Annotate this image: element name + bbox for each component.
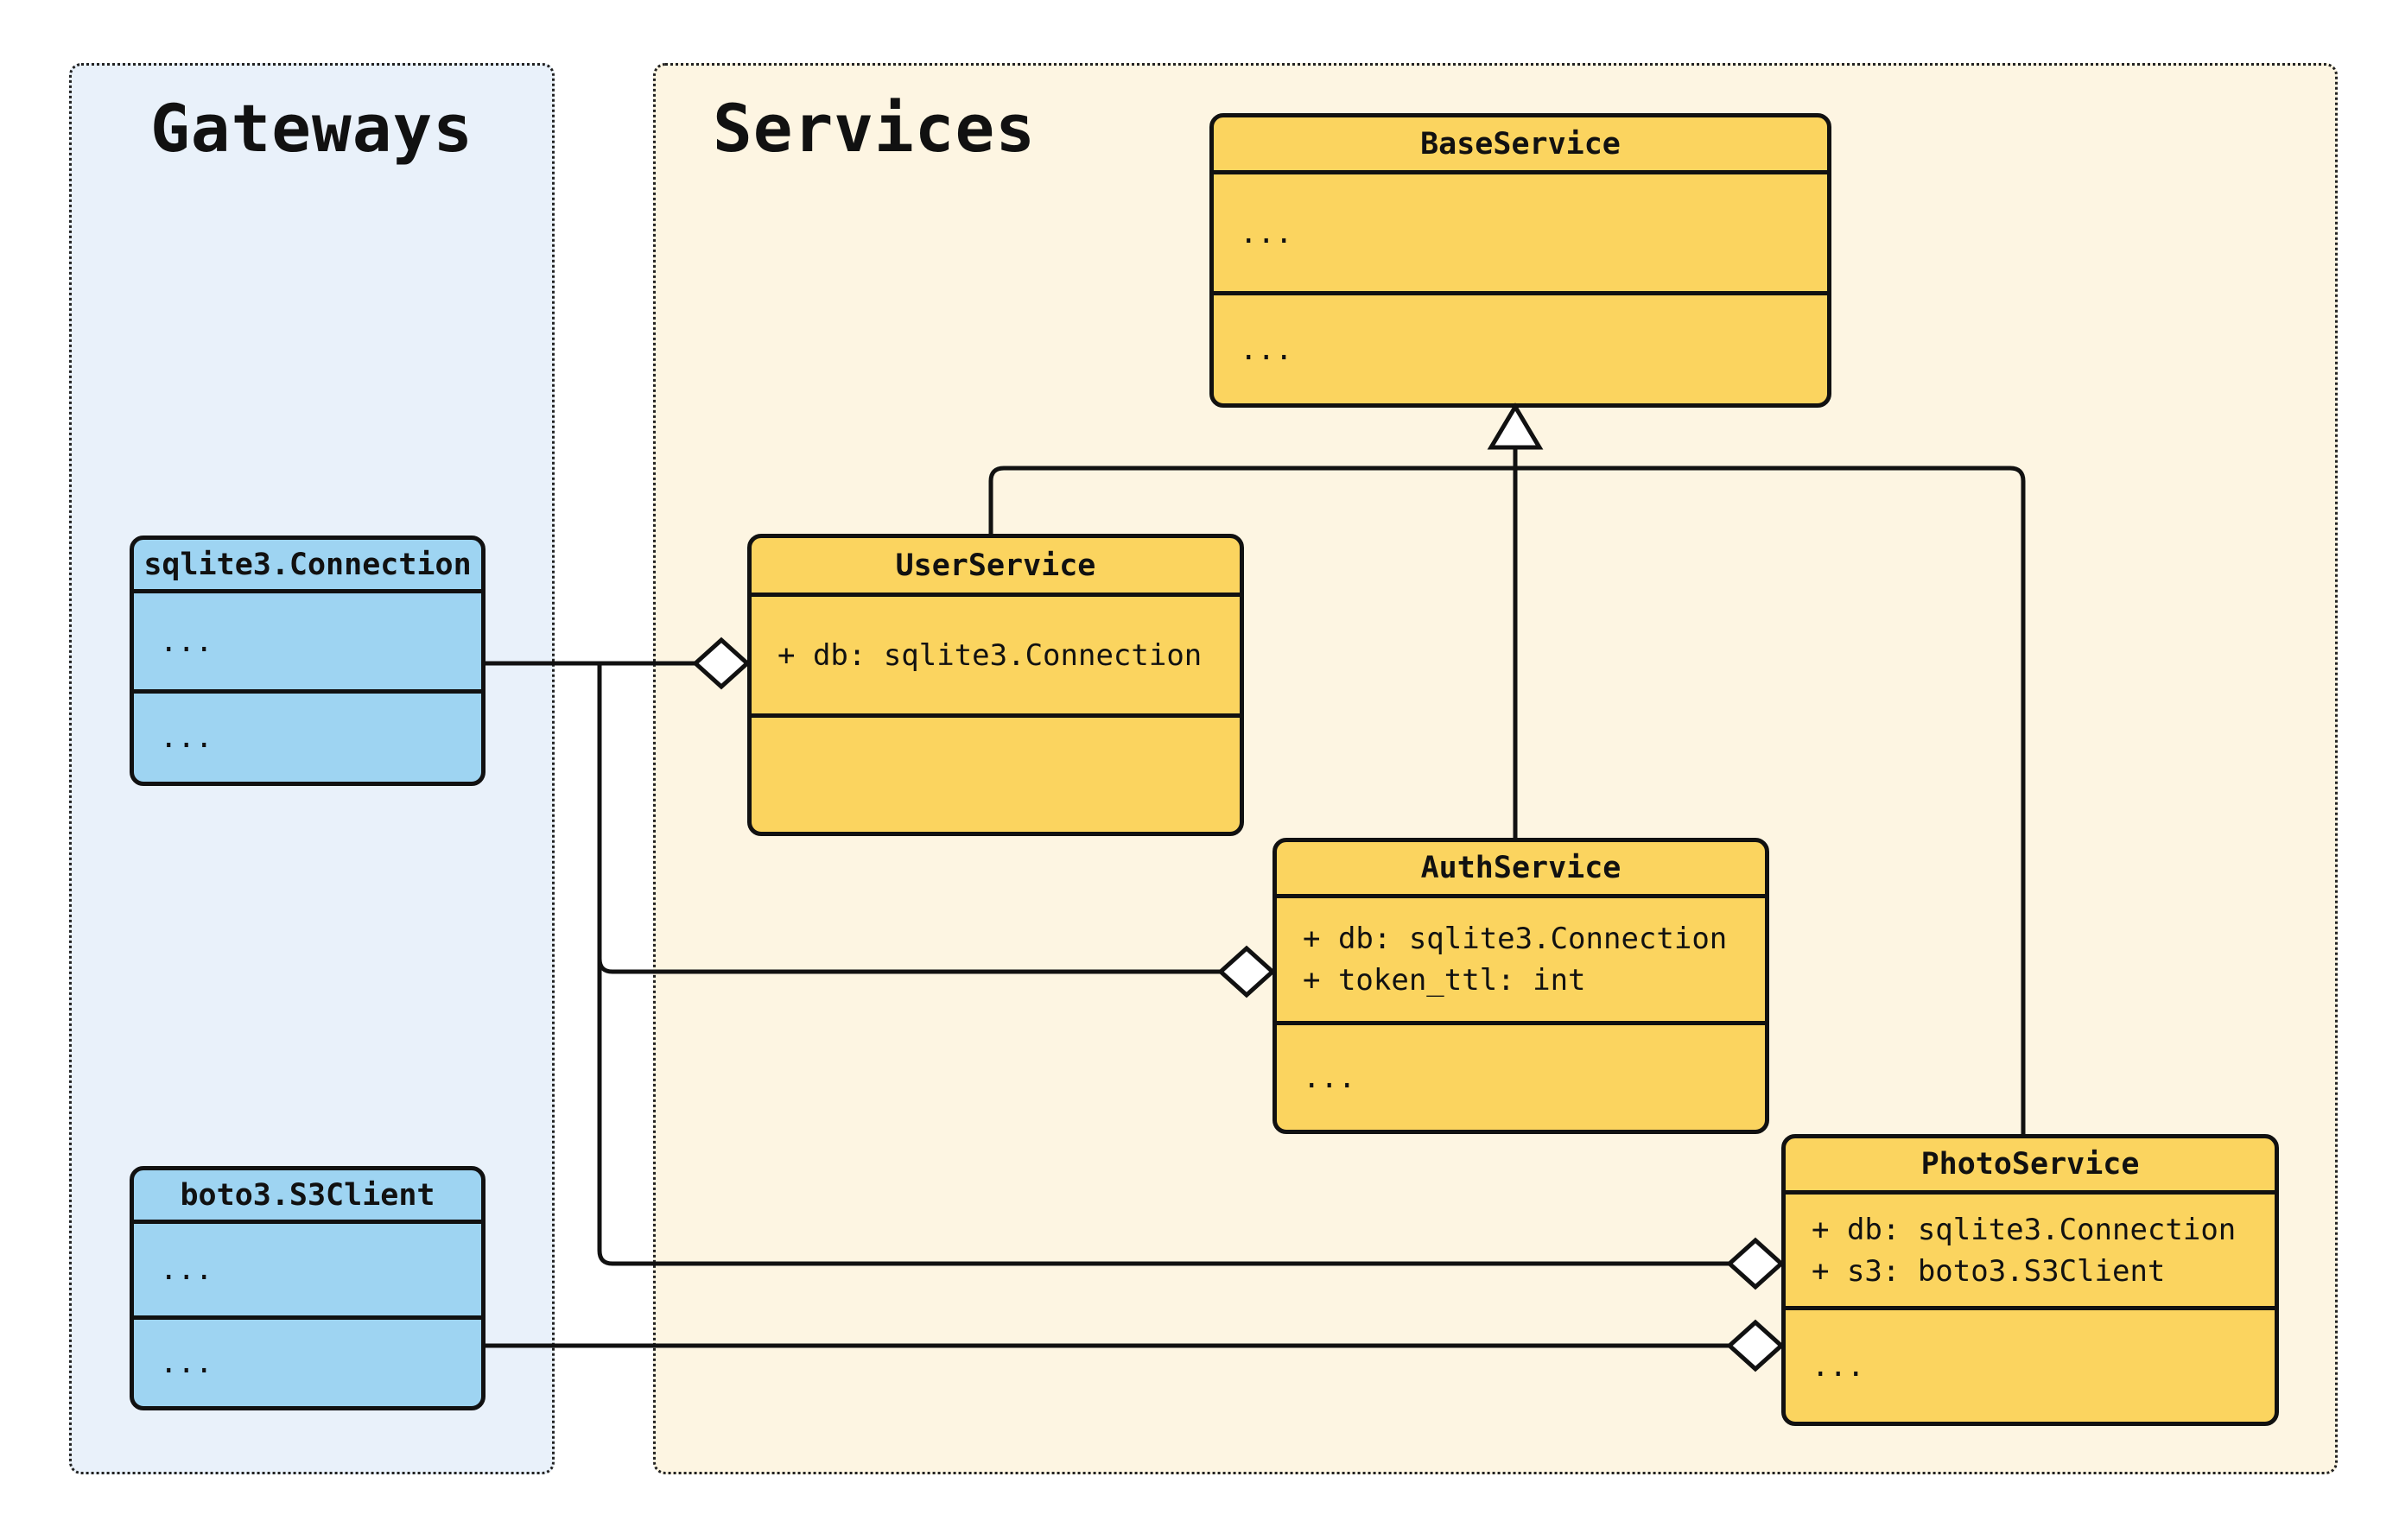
class-boto3-s3client-attributes: ... (134, 1224, 481, 1320)
attribute-line: + db: sqlite3.Connection (777, 637, 1203, 673)
class-baseservice-methods: ... (1214, 295, 1827, 403)
class-authservice: AuthService + db: sqlite3.Connection + t… (1272, 838, 1769, 1134)
attribute-line: + db: sqlite3.Connection (1303, 922, 1728, 956)
class-sqlite3-connection-methods: ... (134, 694, 481, 782)
attribute-line: + db: sqlite3.Connection (1812, 1212, 2237, 1247)
class-photoservice-methods: ... (1786, 1310, 2275, 1422)
class-baseservice-attributes: ... (1214, 174, 1827, 295)
class-boto3-s3client-title: boto3.S3Client (134, 1170, 481, 1224)
class-userservice-attributes: + db: sqlite3.Connection (752, 597, 1240, 718)
class-baseservice: BaseService ... ... (1209, 113, 1831, 408)
class-sqlite3-connection: sqlite3.Connection ... ... (130, 536, 486, 786)
class-photoservice: PhotoService + db: sqlite3.Connection + … (1781, 1134, 2279, 1426)
attribute-line: + token_ttl: int (1303, 963, 1586, 998)
class-sqlite3-connection-attributes: ... (134, 593, 481, 694)
class-userservice-methods (752, 718, 1240, 832)
method-line: ... (1303, 1060, 1356, 1095)
method-line: ... (1812, 1348, 1865, 1384)
attribute-line: + s3: boto3.S3Client (1812, 1253, 2166, 1289)
class-baseservice-title: BaseService (1214, 117, 1827, 174)
class-boto3-s3client: boto3.S3Client ... ... (130, 1166, 486, 1410)
class-sqlite3-connection-title: sqlite3.Connection (134, 540, 481, 593)
attribute-line: ... (160, 624, 213, 659)
attribute-line: ... (160, 1252, 213, 1287)
group-gateways-title: Gateways (149, 90, 474, 167)
class-authservice-methods: ... (1277, 1025, 1765, 1130)
method-line: ... (160, 1346, 213, 1380)
class-userservice-title: UserService (752, 538, 1240, 597)
group-services-title: Services (713, 90, 1037, 167)
class-authservice-title: AuthService (1277, 842, 1765, 898)
class-userservice: UserService + db: sqlite3.Connection (747, 534, 1244, 836)
class-authservice-attributes: + db: sqlite3.Connection + token_ttl: in… (1277, 898, 1765, 1025)
method-line: ... (160, 720, 213, 755)
method-line: ... (1240, 332, 1293, 367)
attribute-line: ... (1240, 215, 1293, 250)
class-photoservice-title: PhotoService (1786, 1138, 2275, 1195)
class-photoservice-attributes: + db: sqlite3.Connection + s3: boto3.S3C… (1786, 1195, 2275, 1310)
class-boto3-s3client-methods: ... (134, 1320, 481, 1406)
